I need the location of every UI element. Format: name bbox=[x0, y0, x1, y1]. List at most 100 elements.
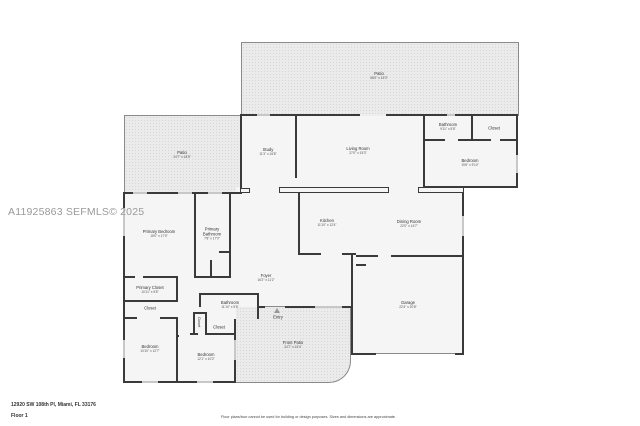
room-dims: 24'7" x 18'5" bbox=[173, 154, 191, 159]
room-name: Bedroom bbox=[141, 343, 159, 349]
wall bbox=[205, 312, 207, 334]
wall bbox=[123, 192, 125, 383]
room-label-entry: Entry bbox=[273, 314, 283, 321]
wall bbox=[205, 333, 235, 335]
wall bbox=[176, 276, 178, 302]
window bbox=[133, 192, 147, 194]
wall bbox=[193, 312, 207, 314]
room-dims: 9'11" x 5'8" bbox=[440, 126, 456, 131]
wall bbox=[123, 300, 178, 302]
room-name: Patio bbox=[177, 149, 187, 155]
room-name: Primary Bathroom bbox=[202, 226, 222, 237]
wall bbox=[342, 253, 356, 255]
wall bbox=[177, 335, 179, 337]
window bbox=[462, 216, 464, 236]
room-label-closet-c: Closet bbox=[213, 324, 225, 331]
wall bbox=[516, 114, 518, 188]
room-dims: 15'0" x 17'0" bbox=[150, 233, 168, 238]
room-name: Primary Closet bbox=[136, 284, 164, 290]
window bbox=[123, 208, 125, 236]
wall bbox=[259, 306, 265, 308]
wall bbox=[193, 312, 195, 334]
wall bbox=[199, 293, 201, 307]
room-dims: 11'10" x 12'4" bbox=[317, 222, 337, 227]
room-name: Closet bbox=[144, 305, 156, 311]
window bbox=[360, 114, 386, 116]
counter bbox=[279, 187, 389, 193]
room-name: Kitchen bbox=[320, 217, 334, 223]
room-name: Garage bbox=[401, 299, 415, 305]
room-name: Primary Bedroom bbox=[142, 228, 176, 234]
room-label-closet-w: Closet bbox=[144, 305, 156, 312]
room-dims: 22'0" x 14'7" bbox=[400, 223, 418, 228]
wall bbox=[462, 193, 464, 355]
room-name: Closet bbox=[488, 125, 500, 131]
room-dims: 22'4" x 20'8" bbox=[399, 304, 417, 309]
room-name: Entry bbox=[273, 314, 283, 320]
room-name: Patio bbox=[374, 70, 384, 76]
room-name: Bedroom bbox=[461, 157, 479, 163]
room-name: Bedroom bbox=[197, 351, 215, 357]
wall bbox=[342, 306, 352, 308]
wall bbox=[351, 253, 353, 355]
wall bbox=[356, 264, 366, 266]
wall bbox=[356, 255, 378, 257]
property-address: 12920 SW 108th Pl, Miami, FL 33176 bbox=[11, 402, 96, 408]
wall bbox=[143, 276, 178, 278]
interior-garage bbox=[352, 255, 464, 354]
room-dims: 19'6" x 9'10" bbox=[461, 162, 479, 167]
room-name: Closet bbox=[213, 324, 225, 330]
room-name: Bathroom bbox=[220, 299, 240, 305]
room-dims: 12'1" x 10'2" bbox=[197, 356, 215, 361]
wall bbox=[190, 333, 198, 335]
wall bbox=[298, 253, 321, 255]
wall bbox=[229, 193, 231, 277]
interior-left bbox=[124, 193, 236, 382]
wall bbox=[123, 381, 236, 383]
wall bbox=[123, 317, 137, 319]
wall bbox=[351, 353, 376, 355]
room-label-closet-ne: Closet bbox=[488, 125, 500, 132]
wall bbox=[423, 139, 445, 141]
window bbox=[516, 155, 518, 173]
wall bbox=[391, 255, 464, 257]
room-dims: 11'3" x 16'8" bbox=[259, 151, 277, 156]
wall bbox=[194, 276, 231, 278]
wall bbox=[176, 317, 178, 383]
interior-upper bbox=[241, 115, 517, 187]
room-dims: 27'0" x 15'3" bbox=[349, 150, 367, 155]
wall bbox=[199, 293, 259, 295]
disclaimer-text: Floor plans/tour cannot be used for buil… bbox=[221, 415, 396, 419]
front-door bbox=[265, 306, 285, 307]
room-name: Living Room bbox=[346, 145, 370, 151]
room-dims: 7'8" x 17'0" bbox=[204, 235, 220, 240]
wall bbox=[423, 114, 425, 186]
wall bbox=[257, 293, 259, 319]
wall bbox=[240, 188, 250, 193]
wall bbox=[298, 193, 300, 255]
window bbox=[315, 306, 342, 308]
entry-icon bbox=[274, 308, 280, 313]
front-patio-area bbox=[236, 307, 351, 383]
wall bbox=[194, 193, 196, 277]
counter bbox=[418, 187, 464, 193]
mls-watermark: A11925863 SEFMLS© 2025 bbox=[8, 206, 145, 218]
floor-label: Floor 1 bbox=[11, 413, 28, 419]
wall bbox=[295, 114, 297, 178]
wall bbox=[285, 306, 315, 308]
patio-rear-area bbox=[241, 42, 519, 116]
room-name: Foyer bbox=[260, 272, 272, 278]
wall bbox=[160, 317, 178, 319]
wall bbox=[455, 353, 464, 355]
